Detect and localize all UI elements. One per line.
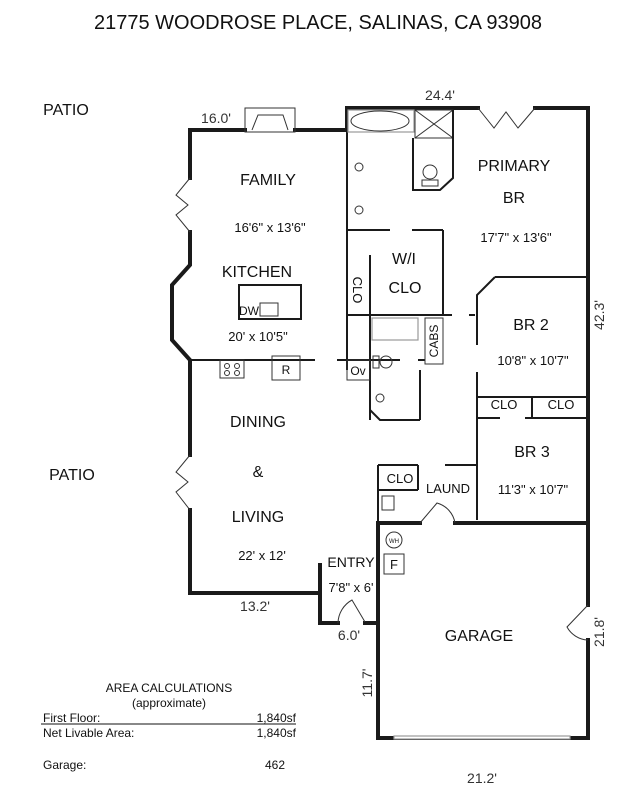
fixtures: DW R CABS Ov WH F <box>219 107 454 575</box>
closet-label: CLO <box>491 397 518 412</box>
room-name: BR 3 <box>514 444 550 461</box>
dimension-label: 21.8' <box>591 617 607 647</box>
area-calculations: AREA CALCULATIONS (approximate) First Fl… <box>41 681 297 772</box>
bathtub-icon <box>371 317 419 341</box>
room-size: 7'8" x 6' <box>329 580 374 595</box>
french-door-icon <box>175 177 191 233</box>
laundry-sink-icon <box>381 495 395 511</box>
dimension-label: 6.0' <box>338 627 360 643</box>
room-size: 16'6" x 13'6" <box>234 220 306 235</box>
water-heater-label: WH <box>389 539 399 545</box>
area-value: 1,840sf <box>257 711 297 725</box>
french-door-icon <box>477 107 536 129</box>
refrigerator-label: R <box>282 363 291 377</box>
dimension-label: 24.4' <box>425 87 455 103</box>
toilet-icon <box>379 355 393 369</box>
room-size: 11'3" x 10'7" <box>498 482 569 497</box>
room-size: 17'7" x 13'6" <box>480 230 552 245</box>
entry-door-icon <box>337 599 366 624</box>
cabinets <box>424 317 444 365</box>
garage-door <box>393 735 571 740</box>
dimension-label: 21.2' <box>467 770 497 786</box>
dimension-label: 13.2' <box>240 598 270 614</box>
furnace-label: F <box>390 557 398 572</box>
stove-icon <box>219 359 245 379</box>
room-name: BR <box>503 190 525 207</box>
water-heater-icon <box>385 531 403 549</box>
closet-label: CLO <box>548 397 575 412</box>
room-name: CLO <box>389 280 422 297</box>
area-label: Garage: <box>43 758 86 772</box>
furnace <box>383 553 405 575</box>
room-name: FAMILY <box>240 172 296 189</box>
room-size: 10'8" x 10'7" <box>497 353 569 368</box>
dishwasher-label: DW <box>239 304 260 318</box>
closet-label: CLO <box>387 471 414 486</box>
dimension-label: 16.0' <box>201 110 231 126</box>
sink-icon <box>354 162 364 172</box>
refrigerator <box>271 355 301 381</box>
patio-label: PATIO <box>43 102 89 119</box>
dimension-label: 42.3' <box>591 300 607 330</box>
patio-label: PATIO <box>49 467 95 484</box>
kitchen-sink-icon <box>259 302 279 317</box>
sink-icon <box>354 205 364 215</box>
room-name: GARAGE <box>445 628 513 645</box>
room-name: PRIMARY <box>478 158 551 175</box>
area-value: 462 <box>265 758 285 772</box>
area-label: First Floor: <box>43 711 100 725</box>
toilet-icon <box>422 164 438 180</box>
room-name: DINING <box>230 414 286 431</box>
oven <box>346 359 371 381</box>
room-name: ENTRY <box>327 554 375 570</box>
closet-label: CLO <box>350 277 365 304</box>
area-label: Net Livable Area: <box>43 726 134 740</box>
room-name: LIVING <box>232 509 284 526</box>
area-value: 1,840sf <box>257 726 297 740</box>
interior-walls <box>190 130 590 525</box>
room-name: KITCHEN <box>222 264 292 281</box>
garage-side-door-icon <box>566 604 589 641</box>
fireplace-icon <box>244 107 296 133</box>
laundry-door-icon <box>419 502 456 524</box>
area-heading: AREA CALCULATIONS <box>106 681 232 695</box>
room-size: 22' x 12' <box>238 548 286 563</box>
dimension-label: 11.7' <box>359 669 375 698</box>
room-name: LAUND <box>426 481 470 496</box>
area-subheading: (approximate) <box>132 696 206 710</box>
kitchen-island <box>238 284 302 320</box>
bathtub-icon <box>347 109 415 133</box>
french-door-icon <box>175 454 191 511</box>
room-name: & <box>253 464 264 481</box>
sink-icon <box>375 393 385 403</box>
plan-title: 21775 WOODROSE PLACE, SALINAS, CA 93908 <box>94 12 542 34</box>
cabinets-label: CABS <box>427 325 441 358</box>
room-name: BR 2 <box>513 317 549 334</box>
room-name: W/I <box>392 251 416 268</box>
oven-label: Ov <box>350 364 365 378</box>
doors <box>175 107 589 641</box>
room-size: 20' x 10'5" <box>228 329 288 344</box>
